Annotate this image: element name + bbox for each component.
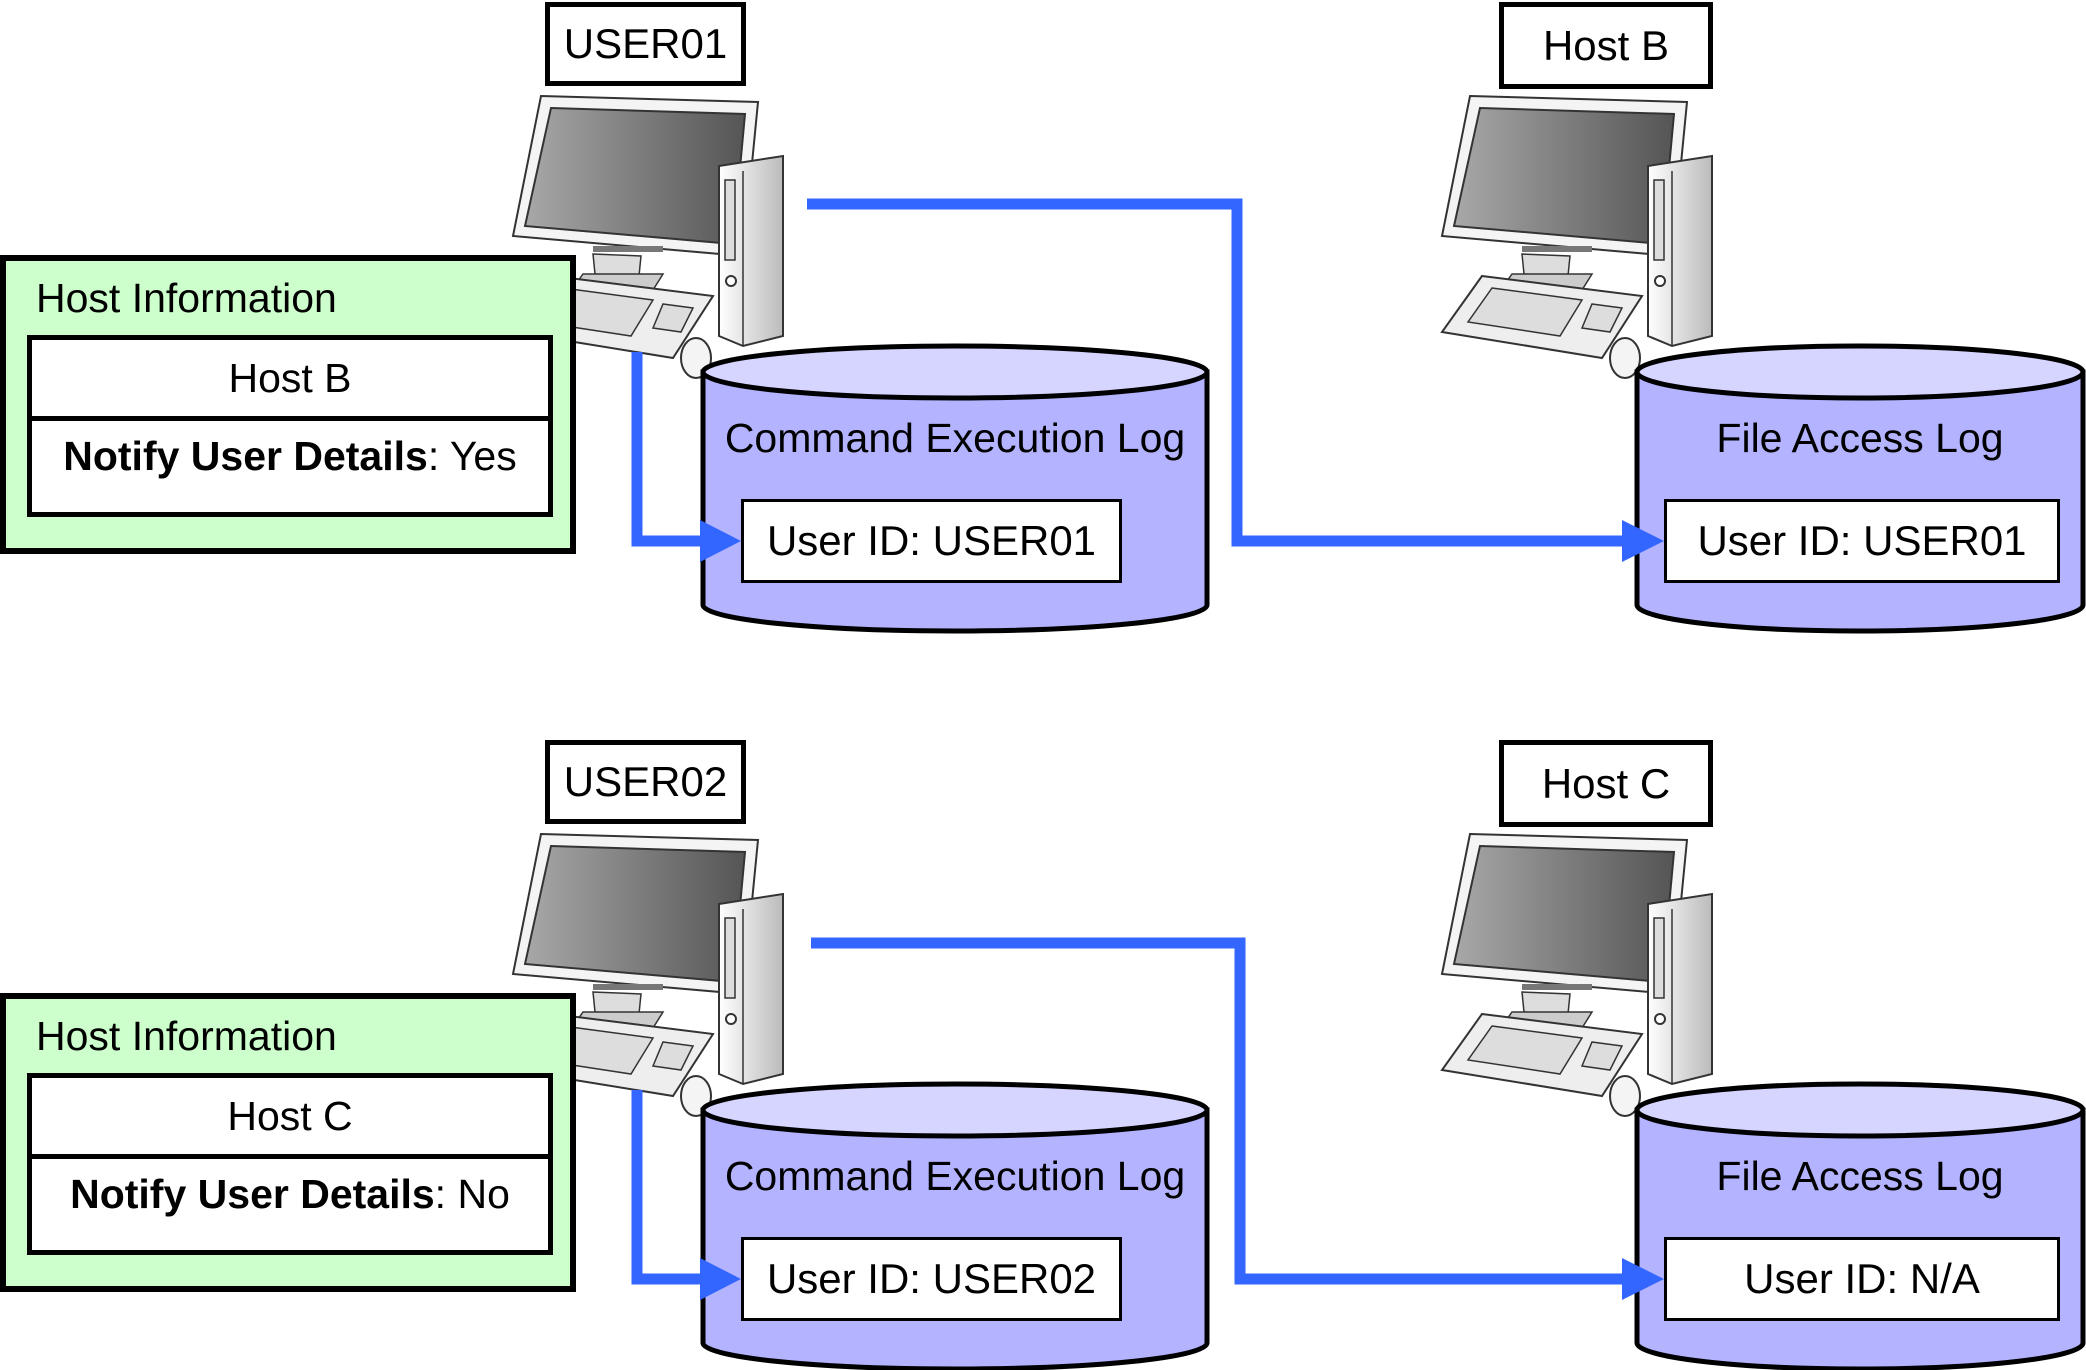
host-c-computer-icon [1441,833,1713,1117]
file-log-title-1: File Access Log [1716,415,2004,461]
notify-user-details-cell: Notify User Details: Yes [32,421,548,480]
command-log-title-1: Command Execution Log [724,415,1186,461]
command-log-cylinder-2 [700,1081,1210,1370]
file-log-cylinder-2 [1634,1081,2086,1370]
command-log-title-2: Command Execution Log [724,1153,1186,1199]
host-name-cell: Host B [32,340,548,421]
command-log-entry-1: User ID: USER01 [741,499,1122,583]
file-log-entry-1: User ID: USER01 [1664,499,2060,583]
file-log-title-2: File Access Log [1716,1153,2004,1199]
host-name-cell: Host C [32,1078,548,1159]
file-log-cylinder-1 [1634,343,2086,634]
arrow-user02-to-file-log [811,937,1664,1300]
host-b-computer-icon [1441,95,1713,379]
command-log-entry-2: User ID: USER02 [741,1237,1122,1321]
host-information-table: Host C Notify User Details: No [27,1073,553,1255]
file-log-entry-2: User ID: N/A [1664,1237,2060,1321]
arrow-user01-to-command-log [631,352,741,562]
host-label-host-b: Host B [1499,2,1713,89]
command-log-cylinder-1 [700,343,1210,634]
host-information-title: Host Information [36,1013,337,1059]
host-information-panel-1: Host Information Host B Notify User Deta… [0,255,576,554]
user-label-user02: USER02 [545,740,746,824]
notify-user-details-value: : No [434,1171,510,1217]
host-information-panel-2: Host Information Host C Notify User Deta… [0,993,576,1292]
host-label-host-c: Host C [1499,740,1713,827]
arrow-user01-to-file-log [807,198,1664,562]
host-information-title: Host Information [36,275,337,321]
notify-user-details-label: Notify User Details [63,433,428,479]
notify-user-details-label: Notify User Details [70,1171,435,1217]
user-label-user01: USER01 [545,2,746,86]
notify-user-details-cell: Notify User Details: No [32,1159,548,1218]
arrow-user02-to-command-log [631,1090,741,1300]
host-information-table: Host B Notify User Details: Yes [27,335,553,517]
notify-user-details-value: : Yes [427,433,517,479]
